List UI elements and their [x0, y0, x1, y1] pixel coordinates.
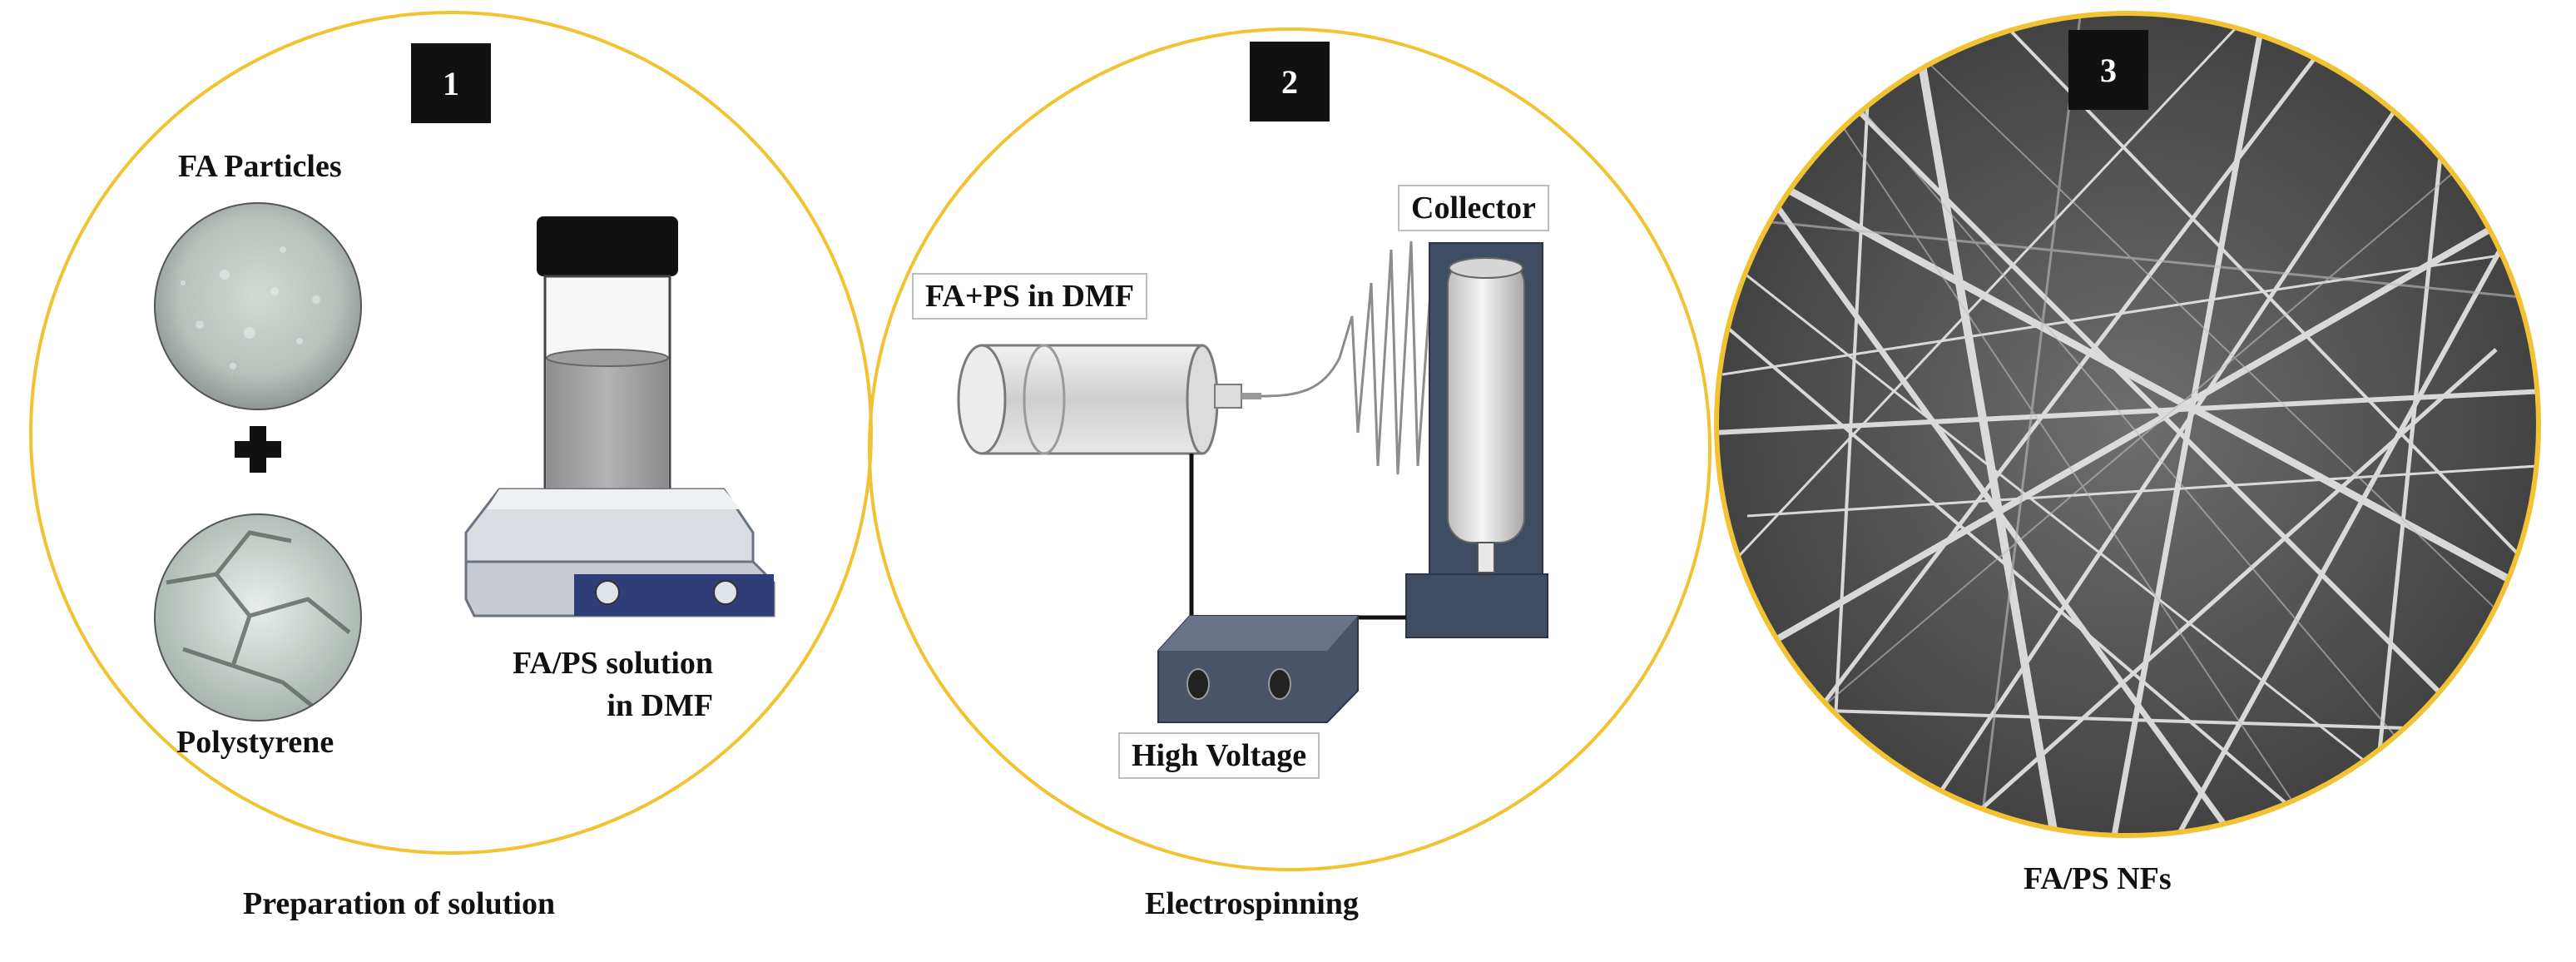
panel-3-number-badge: 3	[2068, 30, 2148, 110]
syringe-label: FA+PS in DMF	[912, 273, 1148, 320]
solution-label: FA/PS solution in DMF	[513, 646, 714, 724]
fa-particles-image	[154, 202, 362, 410]
panel-1-ring	[29, 11, 873, 855]
fiber-jet	[1261, 240, 1449, 475]
high-voltage-box	[1157, 615, 1359, 723]
plus-icon	[235, 426, 281, 473]
panel-3-caption: FA/PS NFs	[2024, 861, 2172, 896]
fa-particles-label: FA Particles	[178, 149, 342, 184]
sem-nanofibers-image	[1714, 11, 2541, 838]
panel-1-number-badge: 1	[411, 43, 491, 123]
panel-1-caption: Preparation of solution	[243, 886, 556, 921]
high-voltage-label: High Voltage	[1118, 732, 1320, 779]
beaker	[537, 216, 678, 519]
polystyrene-image	[154, 513, 362, 722]
hot-plate	[464, 488, 775, 617]
panel-2-ring	[868, 27, 1712, 871]
panel-2-caption: Electrospinning	[1145, 886, 1359, 921]
panel-2-number-badge: 2	[1250, 42, 1330, 121]
polystyrene-label: Polystyrene	[176, 725, 334, 760]
collector	[1405, 242, 1548, 638]
collector-label: Collector	[1398, 185, 1549, 231]
syringe	[957, 344, 1261, 455]
